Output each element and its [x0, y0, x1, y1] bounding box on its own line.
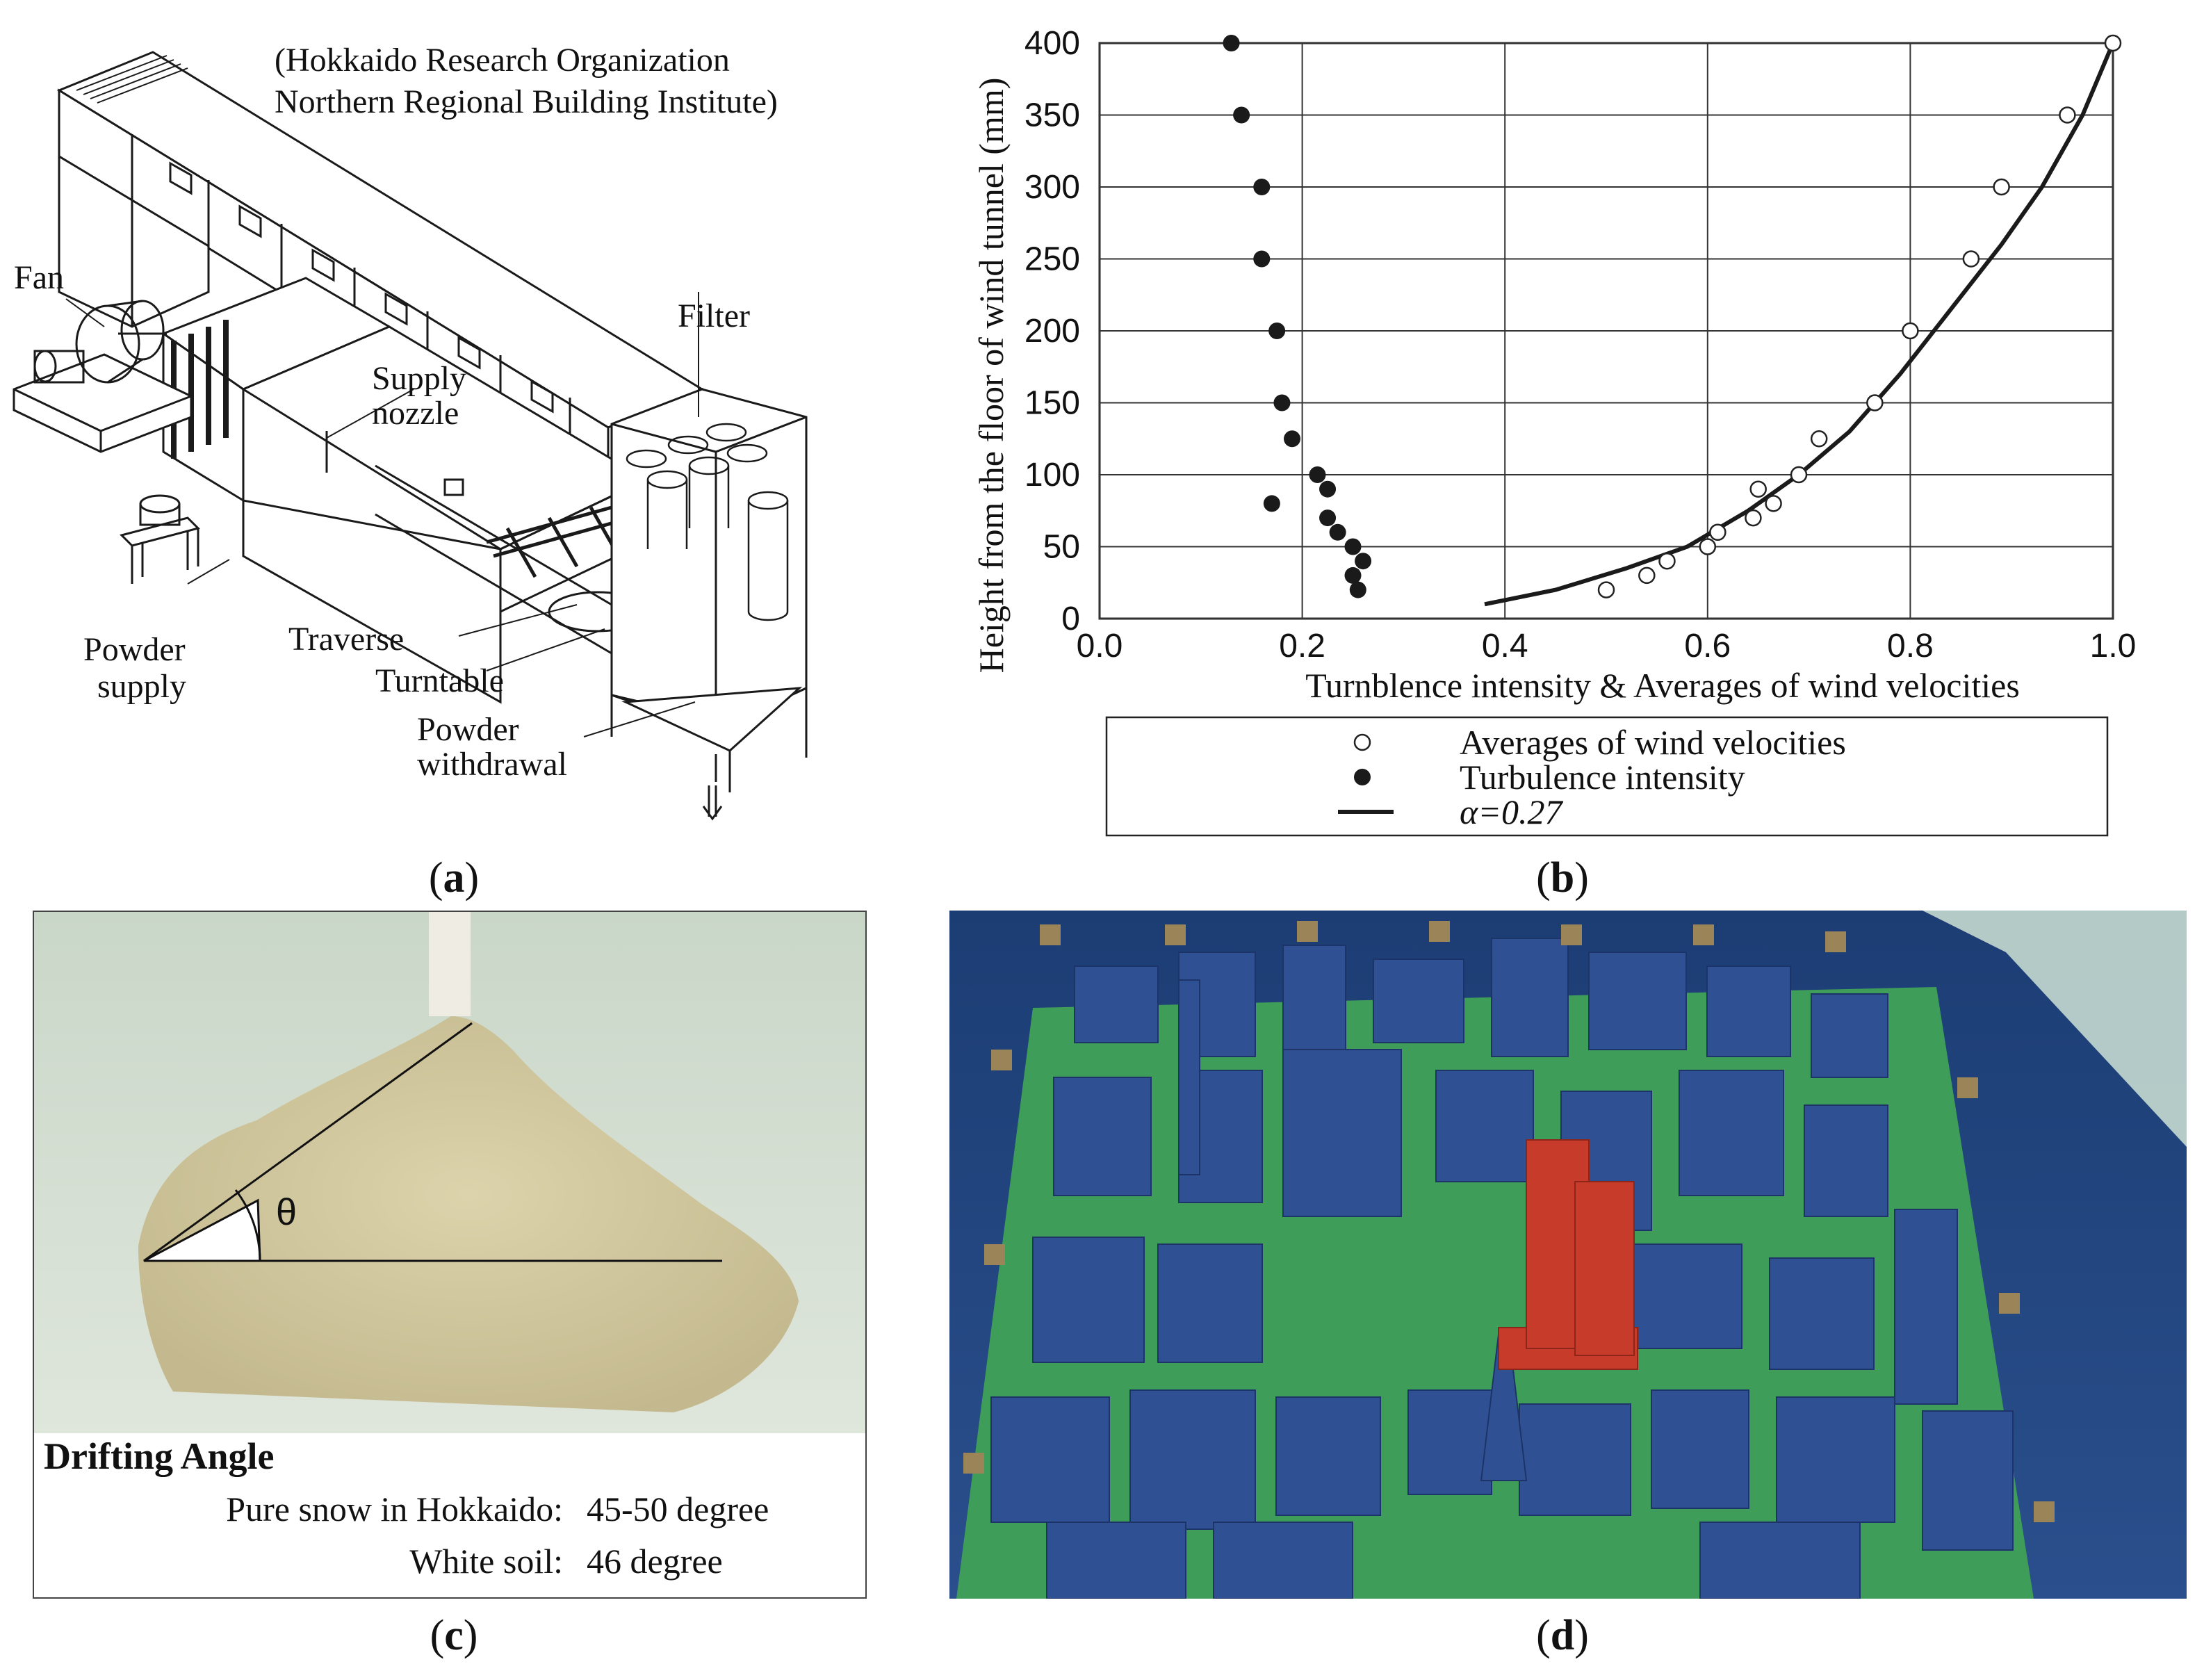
row1-label: Pure snow in Hokkaido: — [226, 1490, 563, 1528]
panel-a: (Hokkaido Research Organization Northern… — [0, 0, 924, 862]
point-average-velocity — [1962, 250, 1980, 268]
point-average-velocity — [2104, 34, 2122, 52]
y-tick-label: 150 — [1025, 385, 1080, 422]
point-turbulence-intensity — [1319, 480, 1337, 498]
legend-turbulence: Turbulence intensity — [1460, 758, 1745, 797]
point-average-velocity — [1749, 480, 1767, 498]
y-tick-label: 100 — [1025, 457, 1080, 494]
panel-d — [949, 911, 2187, 1599]
label-fan: Fan — [14, 259, 64, 296]
city-model-photo — [949, 911, 2187, 1599]
point-average-velocity — [1810, 430, 1828, 448]
panel-label-d: (d) — [1536, 1612, 1589, 1659]
point-average-velocity — [2059, 106, 2076, 124]
legend-filled-circle-icon — [1354, 769, 1371, 785]
point-average-velocity — [1866, 394, 1884, 411]
label-powder-supply-2: supply — [97, 668, 187, 705]
y-tick-label: 300 — [1025, 169, 1080, 206]
point-average-velocity — [1699, 538, 1717, 555]
point-turbulence-intensity — [1223, 35, 1240, 51]
powder-pile-photo: θ — [34, 912, 865, 1433]
point-turbulence-intensity — [1273, 394, 1291, 411]
point-average-velocity — [1597, 581, 1615, 598]
point-turbulence-intensity — [1268, 323, 1286, 339]
panel-b: 0.0 0.2 0.4 0.6 0.8 1.0 0 50 100 150 200 250 300 350 4… — [959, 0, 2204, 862]
y-tick-label: 400 — [1025, 25, 1080, 62]
y-tick-label: 250 — [1025, 241, 1080, 278]
point-turbulence-intensity — [1344, 538, 1362, 555]
point-average-velocity — [1658, 552, 1676, 570]
row2-value: 46 degree — [587, 1542, 723, 1581]
label-filter: Filter — [678, 297, 750, 334]
x-tick-label: 0.8 — [1887, 628, 1934, 664]
point-turbulence-intensity — [1319, 509, 1337, 527]
point-average-velocity — [1745, 509, 1762, 527]
point-average-velocity — [1790, 466, 1808, 484]
y-axis-label: Height from the floor of wind tunnel (mm… — [972, 78, 1011, 674]
label-traverse: Traverse — [288, 621, 405, 658]
row1-value: 45-50 degree — [587, 1490, 769, 1528]
panel-label-c: (c) — [430, 1612, 478, 1659]
point-average-velocity — [1765, 495, 1782, 512]
panel-label-a: (a) — [428, 854, 480, 902]
panel-c: θ Drifting Angle Pure snow in Hokkaido: … — [33, 911, 867, 1599]
point-turbulence-intensity — [1233, 106, 1250, 124]
label-powder-withdrawal-2: withdrawal — [417, 746, 567, 783]
x-tick-label: 0.6 — [1684, 628, 1731, 664]
point-average-velocity — [1902, 322, 1919, 340]
wind-tunnel-drawing — [13, 51, 808, 821]
series-line-alpha — [1484, 42, 2115, 607]
point-turbulence-intensity — [1329, 523, 1346, 541]
y-tick-label: 350 — [1025, 97, 1080, 134]
point-turbulence-intensity — [1253, 179, 1271, 195]
point-turbulence-intensity — [1355, 553, 1372, 570]
point-average-velocity — [1993, 178, 2010, 196]
point-turbulence-intensity — [1309, 466, 1326, 483]
point-average-velocity — [1638, 566, 1656, 585]
label-supply: Supply — [372, 360, 467, 397]
point-turbulence-intensity — [1253, 250, 1271, 268]
label-nozzle: nozzle — [372, 395, 459, 432]
label-turntable: Turntable — [375, 662, 504, 699]
y-tick-label: 200 — [1025, 313, 1080, 350]
x-tick-label: 0.4 — [1482, 628, 1528, 664]
drifting-angle-title: Drifting Angle — [44, 1435, 275, 1477]
org-line-2: Northern Regional Building Institute) — [275, 83, 778, 120]
y-tick-label: 0 — [1061, 601, 1080, 637]
org-line-1: (Hokkaido Research Organization — [275, 42, 730, 79]
y-tick-label: 50 — [1043, 529, 1080, 566]
panel-label-b: (b) — [1536, 854, 1589, 902]
point-turbulence-intensity — [1263, 495, 1280, 512]
label-powder-withdrawal-1: Powder — [417, 711, 519, 748]
point-average-velocity — [1709, 523, 1727, 541]
wind-profile-chart: 0.0 0.2 0.4 0.6 0.8 1.0 0 50 100 150 200 250 300 350 4… — [972, 25, 2137, 837]
label-powder-supply-1: Powder — [83, 631, 186, 668]
legend-open-circle-icon — [1353, 733, 1371, 751]
x-tick-label: 1.0 — [2090, 628, 2137, 664]
row2-label: White soil: — [409, 1542, 563, 1581]
legend-alpha: α=0.27 — [1460, 792, 1563, 831]
legend-box — [1105, 716, 2109, 837]
x-tick-label: 0.0 — [1077, 628, 1123, 664]
x-tick-label: 0.2 — [1279, 628, 1325, 664]
point-turbulence-intensity — [1349, 581, 1366, 598]
point-turbulence-intensity — [1344, 566, 1362, 584]
point-turbulence-intensity — [1284, 430, 1301, 448]
theta-label: θ — [276, 1191, 297, 1233]
x-axis-label: Turnblence intensity & Averages of wind … — [1305, 666, 2020, 705]
legend-averages: Averages of wind velocities — [1460, 723, 1846, 762]
